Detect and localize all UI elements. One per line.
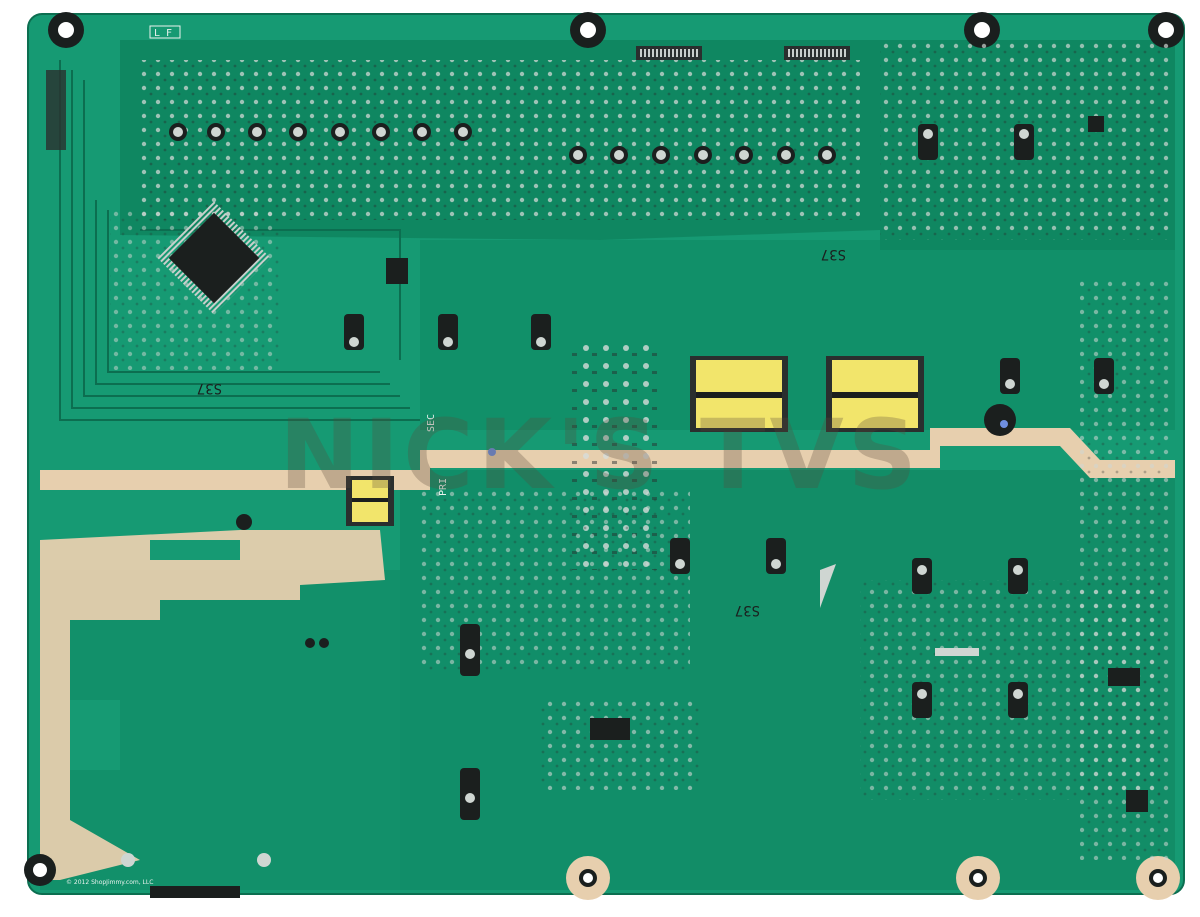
transformer-left (690, 356, 788, 432)
connector-headers (46, 46, 850, 150)
silk-batch-top: S37 (821, 246, 846, 262)
screw-terminal-row-right (569, 146, 836, 164)
silk-sec-label: SEC (426, 414, 437, 432)
silkscreen-markings: L F SEC PRI S37 S37 S37 (149, 25, 846, 618)
silk-corner-mark: L F (154, 28, 172, 39)
transformer-small (346, 476, 394, 526)
silk-batch-mid: S37 (735, 602, 760, 618)
screw-terminal-row-left (169, 123, 472, 141)
misc-components (121, 404, 1016, 898)
primary-copper-pour (40, 530, 385, 880)
mounting-holes (24, 12, 1184, 900)
copyright-text: © 2012 ShopJimmy.com, LLC (66, 879, 153, 886)
qfp-controller-chip (157, 201, 271, 315)
silk-batch-left: S37 (197, 380, 222, 396)
small-ics (386, 116, 1148, 812)
silk-pri-label: PRI (438, 478, 449, 496)
watermark-text: NICK'S TVS (279, 399, 921, 511)
transformer-right (826, 356, 924, 432)
power-transistor-pads (344, 124, 1114, 820)
